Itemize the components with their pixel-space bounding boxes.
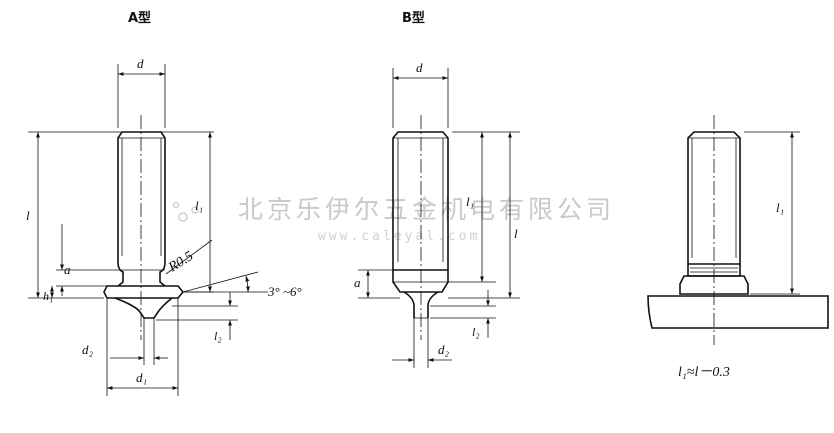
type-a-r05-label: R0.5 [165, 249, 196, 276]
type-a-l1-label: l₁ [195, 198, 203, 213]
type-a-d2-label: d₂ [82, 342, 94, 357]
type-b-l1-label: l₁ [466, 194, 474, 209]
type-a-d1-label: d₁ [136, 370, 147, 385]
type-b-a-label: a [354, 275, 361, 290]
type-a-angle-label: 3° ~6° [267, 284, 302, 299]
type-b-d2-label: d₂ [438, 342, 450, 357]
watermark-url: www.caleyal.com [318, 229, 480, 244]
type-a-h1-label: h₁ [43, 289, 53, 303]
welded-l1-label: l₁ [776, 200, 784, 215]
type-a-d-label: d [137, 56, 144, 71]
welded-stud-figure: l₁ l₁≈l－0.3 [647, 115, 829, 380]
type-a-figure: A型 d l l₁ [26, 10, 302, 396]
type-a-l2-label: l₂ [214, 329, 222, 343]
type-a-title: A型 [128, 10, 151, 26]
type-b-figure: B型 d l₁ l a [354, 10, 520, 368]
l1-approx-formula: l₁≈l－0.3 [678, 365, 730, 380]
type-b-l-label: l [514, 226, 518, 241]
type-a-a-label: a [64, 262, 71, 277]
watermark-text: 北京乐伊尔五金机电有限公司 [238, 195, 615, 224]
type-b-d-label: d [416, 60, 423, 75]
type-a-l-label: l [26, 208, 30, 223]
type-b-l2-label: l₂ [472, 325, 480, 339]
type-b-title: B型 [402, 10, 425, 26]
watermark-logo-icon [172, 201, 199, 222]
